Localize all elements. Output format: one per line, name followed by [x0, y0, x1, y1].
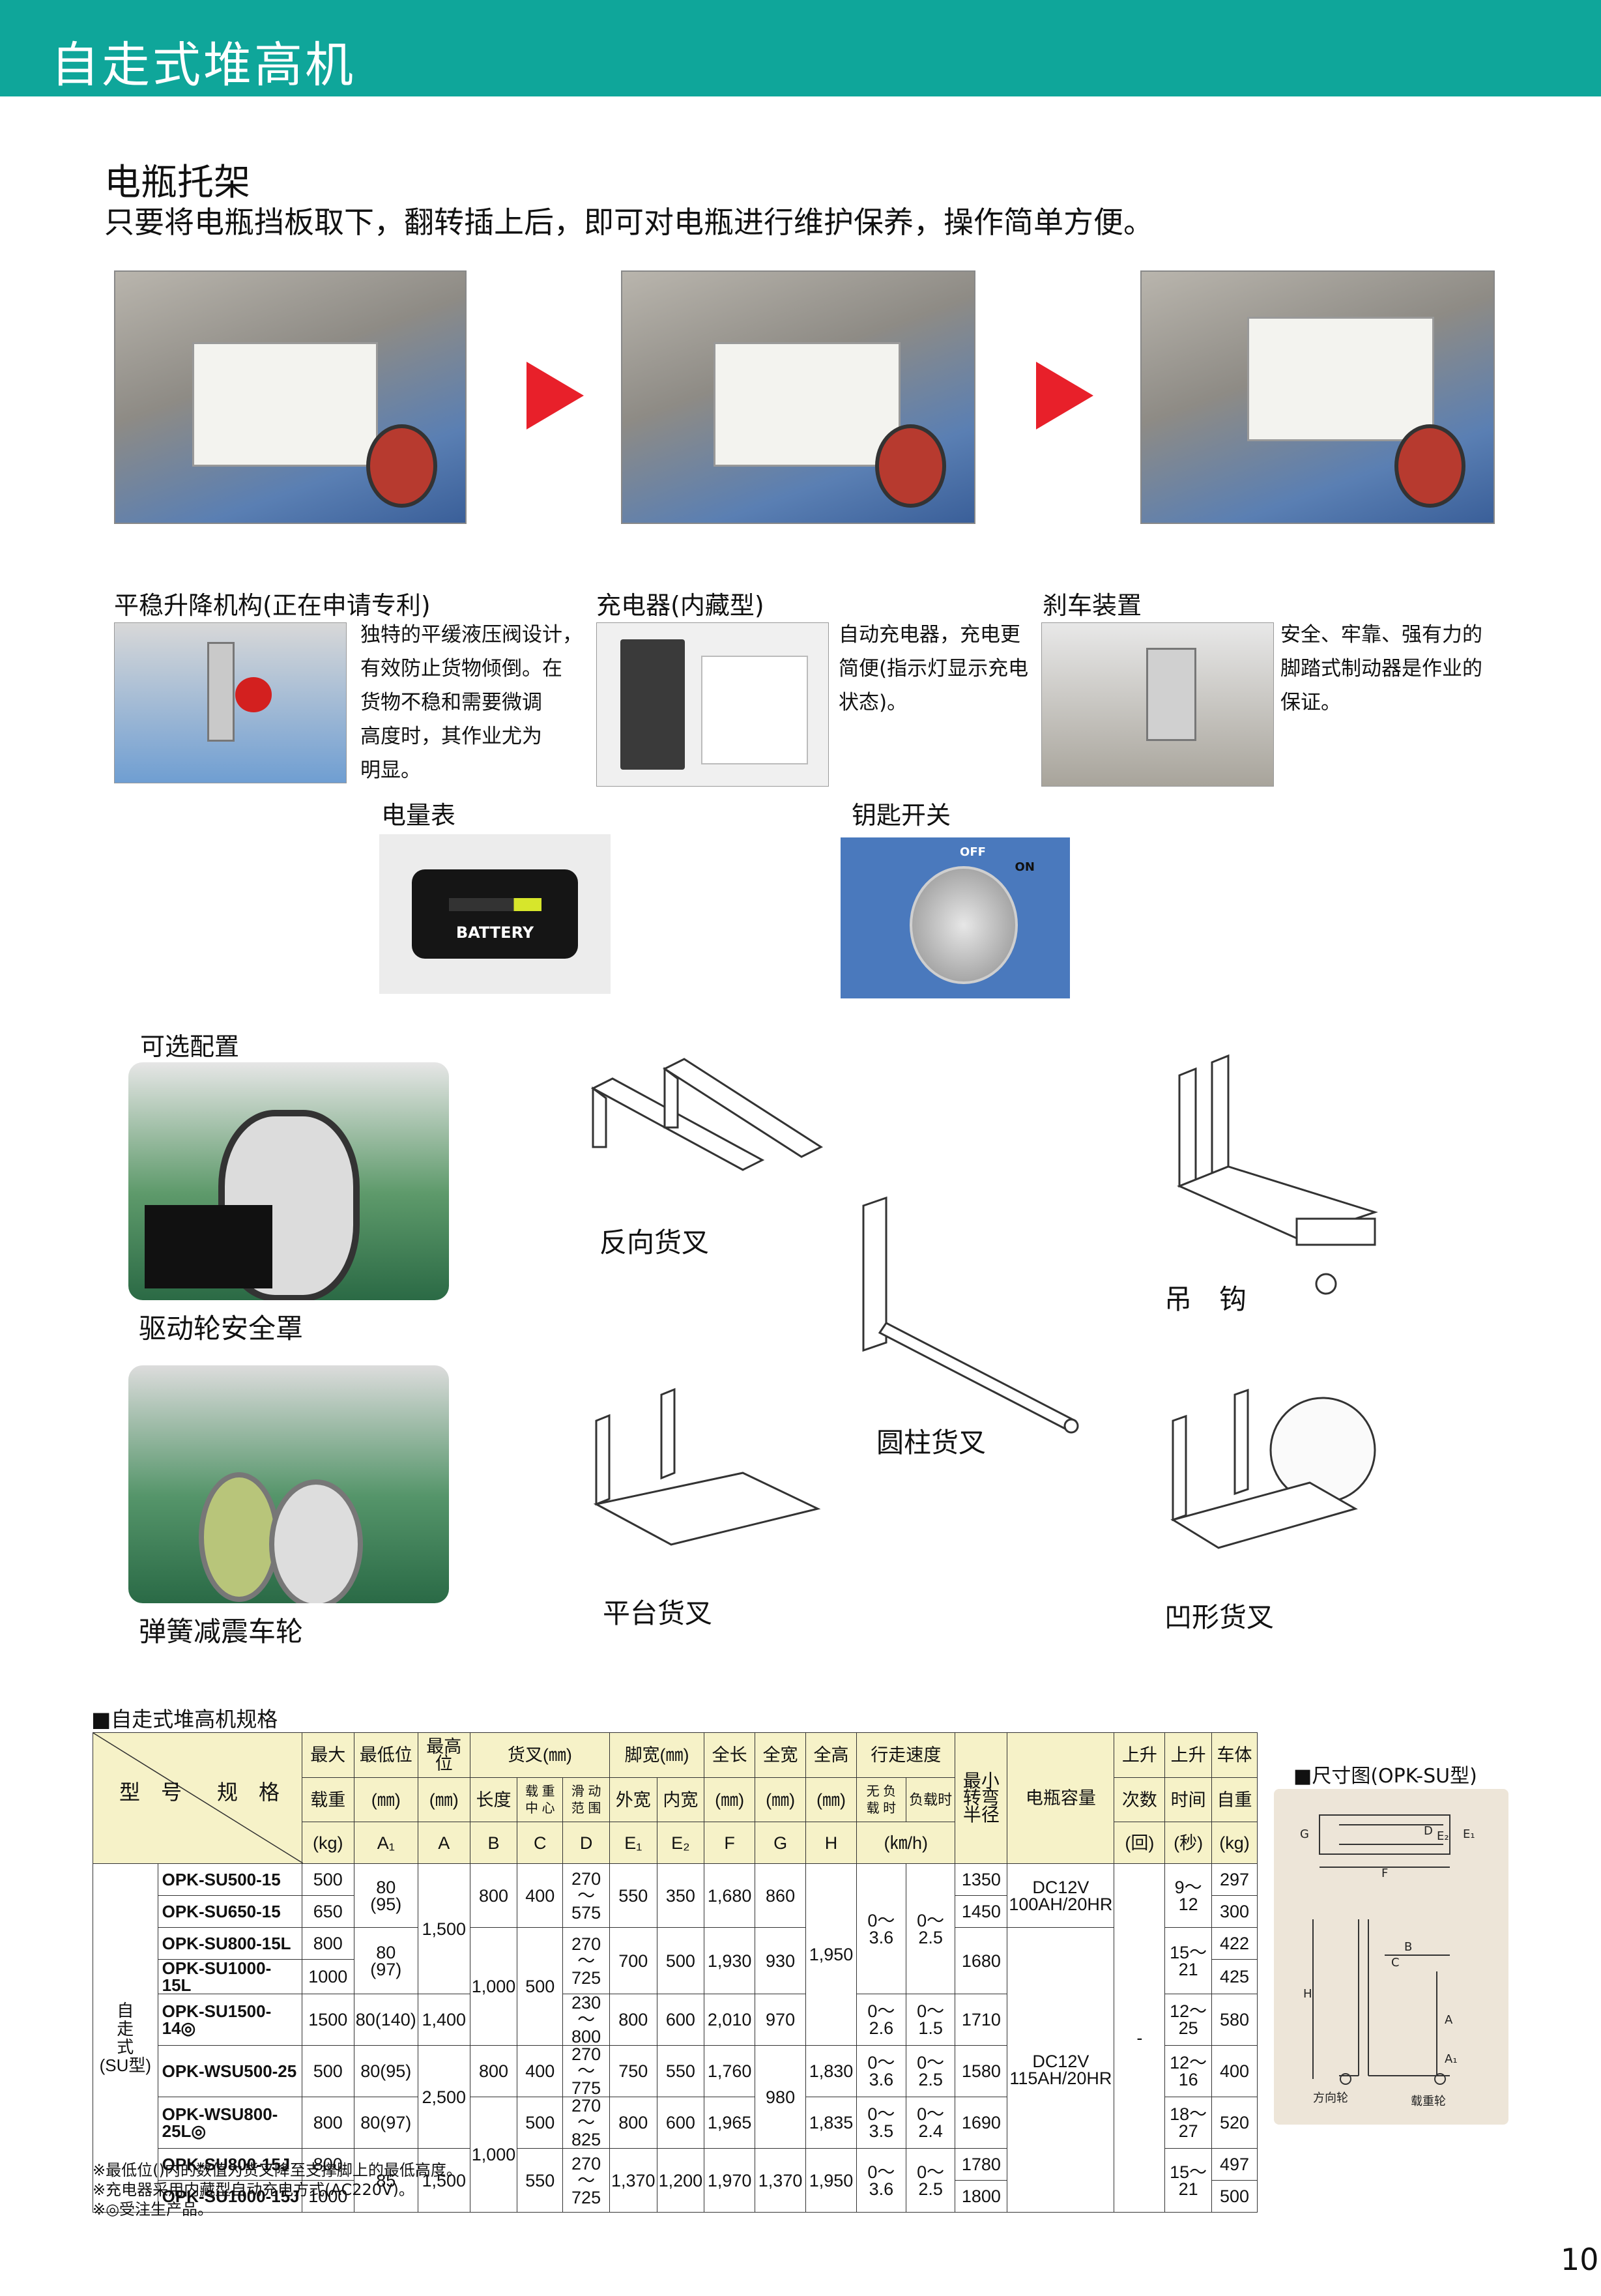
spring-wheel-photo	[128, 1365, 449, 1603]
wheel-guard-caption: 驱动轮安全罩	[139, 1313, 304, 1344]
table-row: 自走式(SU型) OPK-SU500-15 500 80(95) 1,500 8…	[93, 1863, 1258, 2213]
wheel-guard-photo	[128, 1062, 449, 1300]
platform-fork-caption: 平台货叉	[603, 1597, 713, 1629]
table-row: OPK-SU650-15 650 1450 300	[93, 1895, 1258, 1928]
battery-meter-photo: BATTERY	[379, 834, 611, 994]
svg-text:E₁: E₁	[1463, 1827, 1475, 1841]
hook-caption: 吊 钩	[1164, 1283, 1247, 1315]
spec-title: ■自走式堆高机规格	[91, 1707, 278, 1732]
options-title: 可选配置	[140, 1032, 240, 1061]
arrow-right-icon	[526, 362, 584, 429]
feature-desc-charger: 自动充电器，充电更简便(指示灯显示充电状态)。	[839, 623, 1029, 714]
feature-label-lift: 平稳升降机构(正在申请专利)	[114, 591, 431, 620]
battery-title: 电瓶托架	[104, 162, 250, 204]
table-row: OPK-WSU500-25 500 80(95) 2,500 800 400 2…	[93, 2045, 1258, 2149]
meter-label: 电量表	[381, 801, 456, 830]
key-switch-label: 钥匙开关	[852, 801, 951, 830]
feature-desc-brake: 安全、牢靠、强有力的脚踏式制动器是作业的保证。	[1280, 623, 1482, 714]
cylinder-fork-drawing	[862, 1196, 1079, 1434]
svg-text:B: B	[1404, 1940, 1412, 1954]
battery-photo-2	[621, 270, 975, 524]
dim-figure-title: ■尺寸图(OPK-SU型)	[1293, 1765, 1477, 1788]
feature-label-charger: 充电器(内藏型)	[596, 591, 764, 620]
svg-text:D: D	[1424, 1824, 1433, 1838]
svg-text:E₂: E₂	[1437, 1829, 1449, 1843]
arrow-right-icon	[1036, 362, 1093, 429]
brake-photo	[1041, 622, 1274, 787]
battery-photo-1	[114, 270, 467, 524]
concave-fork-drawing	[1170, 1388, 1376, 1549]
battery-photo-3	[1140, 270, 1495, 524]
svg-text:A: A	[1445, 2013, 1453, 2027]
charger-photo	[596, 622, 829, 787]
key-off-text: OFF	[960, 845, 986, 860]
feature-label-brake: 刹车装置	[1043, 591, 1142, 620]
reverse-fork-drawing	[590, 1058, 824, 1171]
spec-notes: ※最低位()内的数值为货叉降至支撑脚上的最低高度。 ※充电器采用内藏型自动充电方…	[93, 2161, 462, 2218]
spec-table: 型 号 规 格 最大 最低位 最高位 货叉(㎜) 脚宽(㎜) 全长 全宽 全高 …	[93, 1732, 1258, 2213]
key-on-text: ON	[1015, 860, 1035, 874]
feature-desc-lift: 独特的平缓液压阀设计，有效防止货物倾倒。在货物不稳和需要微调高度时，其作业尤为明…	[360, 623, 583, 782]
cylinder-fork-caption: 圆柱货叉	[876, 1427, 987, 1459]
spec-header-model-spec: 型 号 规 格	[93, 1732, 303, 1864]
page-number: 10	[1561, 2242, 1599, 2277]
battery-description: 只要将电瓶挡板取下，翻转插上后，即可对电瓶进行维护保养，操作简单方便。	[104, 205, 1153, 240]
meter-screen-text: BATTERY	[455, 923, 534, 942]
spring-wheel-caption: 弹簧减震车轮	[139, 1616, 304, 1648]
table-row: OPK-SU1000-15L 1000 425	[93, 1959, 1258, 1994]
spec-group-label: 自走式(SU型)	[93, 1863, 158, 2213]
load-wheel-label: 载重轮	[1411, 2095, 1446, 2108]
table-row: OPK-SU1500-14◎ 1500 80(140) 1,400 230～80…	[93, 1994, 1258, 2046]
svg-text:G: G	[1300, 1827, 1309, 1841]
table-row: OPK-SU800-15J 800 85 1,500 550 270～725 1…	[93, 2148, 1258, 2213]
caster-label: 方向轮	[1313, 2091, 1348, 2105]
dim-figure-box: G D E₂ E₁ F B C H A A₁ 方向轮 载重轮	[1274, 1789, 1508, 2125]
table-row: OPK-SU1000-15J 1000 1800 500	[93, 2180, 1258, 2213]
platform-fork-drawing	[593, 1388, 821, 1546]
reverse-fork-caption: 反向货叉	[599, 1227, 710, 1258]
table-row: OPK-SU800-15L 800 80(97) 1,000 500 270～7…	[93, 1927, 1258, 2213]
svg-text:A₁: A₁	[1445, 2052, 1458, 2066]
key-switch-photo: OFF ON	[841, 837, 1070, 998]
dimension-drawing: G D E₂ E₁ F B C H A A₁ 方向轮 载重轮	[1300, 1814, 1475, 2108]
page-title: 自走式堆高机	[51, 37, 356, 93]
table-row: OPK-WSU800-25L◎ 800 80(97) 1,000 500 270…	[93, 2097, 1258, 2213]
svg-text:H: H	[1303, 1987, 1312, 2001]
hook-drawing	[1177, 1054, 1378, 1295]
lift-valve-photo	[114, 622, 347, 783]
svg-text:F: F	[1381, 1867, 1388, 1880]
concave-fork-caption: 凹形货叉	[1164, 1601, 1275, 1633]
svg-text:C: C	[1391, 1956, 1400, 1969]
header-bar	[0, 0, 1601, 96]
